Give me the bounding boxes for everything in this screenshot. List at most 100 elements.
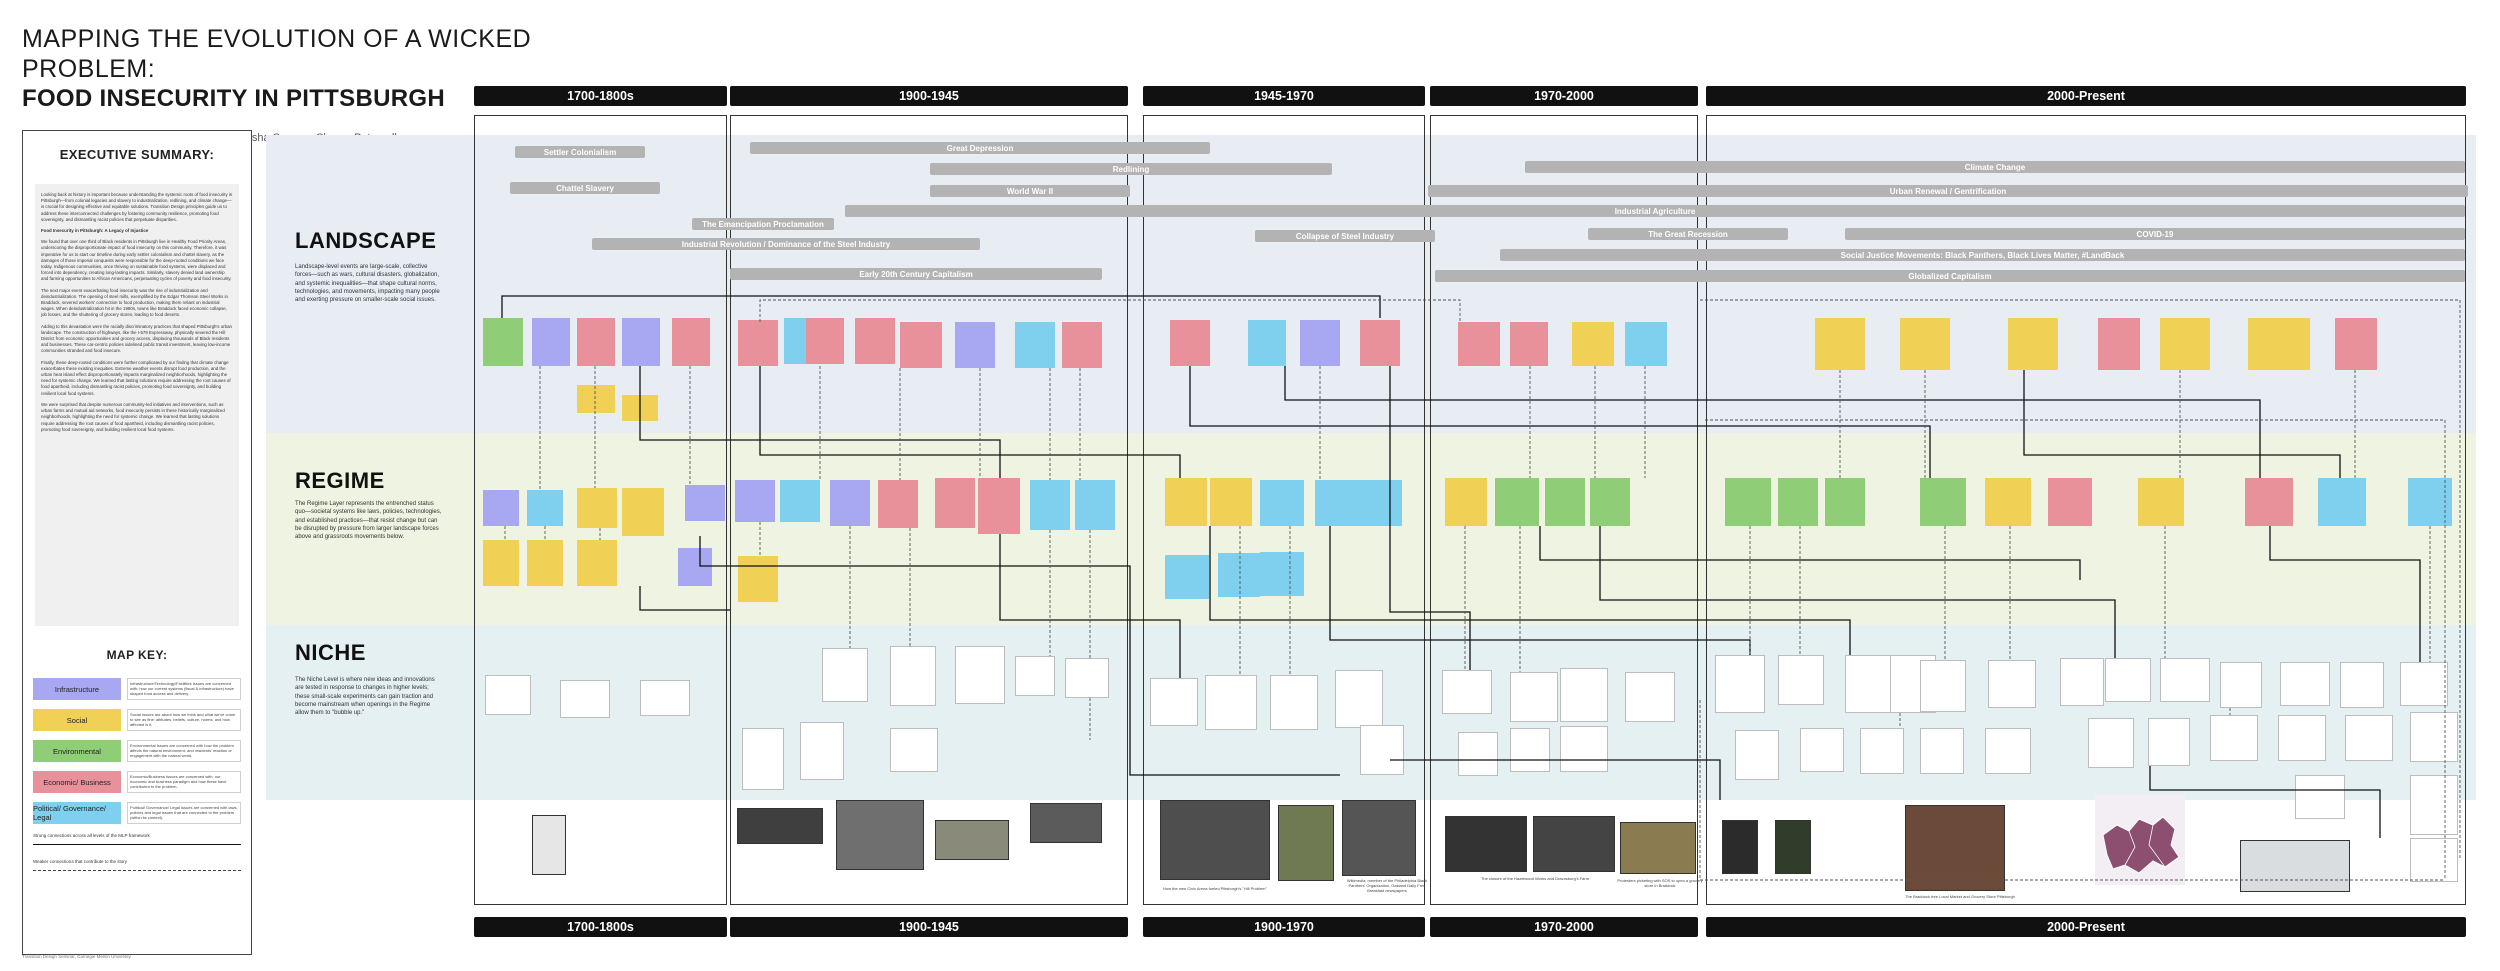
event-card[interactable] [806,318,844,364]
event-card[interactable] [1210,478,1252,526]
niche-card[interactable] [822,648,868,702]
event-card[interactable] [1075,480,1115,530]
event-card[interactable] [1170,320,1210,366]
event-card[interactable] [1495,478,1539,526]
event-card[interactable] [935,478,975,528]
niche-card[interactable] [1205,675,1257,730]
event-card[interactable] [577,385,615,413]
niche-card[interactable] [890,728,938,772]
event-card[interactable] [1920,478,1966,526]
event-card[interactable] [978,478,1020,534]
event-card[interactable] [577,318,615,366]
event-card[interactable] [622,395,658,421]
event-card[interactable] [1062,322,1102,368]
niche-card[interactable] [640,680,690,716]
event-card[interactable] [738,320,778,366]
niche-card[interactable] [1510,728,1550,772]
niche-card[interactable] [1625,672,1675,722]
niche-card[interactable] [1442,670,1492,714]
event-card[interactable] [855,318,895,364]
niche-card[interactable] [2295,775,2345,819]
event-card[interactable] [1545,478,1585,526]
event-card[interactable] [2248,318,2310,370]
event-card[interactable] [622,318,660,366]
event-card[interactable] [1030,480,1070,530]
event-card[interactable] [577,488,617,528]
niche-card[interactable] [2410,775,2458,835]
niche-card[interactable] [1985,728,2031,774]
event-card[interactable] [780,480,820,522]
event-card[interactable] [1725,478,1771,526]
niche-card[interactable] [1510,672,1558,722]
event-card[interactable] [1825,478,1865,526]
niche-card[interactable] [2280,662,2330,706]
niche-card[interactable] [1778,655,1824,705]
niche-card[interactable] [742,728,784,790]
niche-card[interactable] [1360,725,1404,775]
event-card[interactable] [2098,318,2140,370]
niche-card[interactable] [1735,730,1779,780]
event-card[interactable] [483,540,519,586]
niche-card[interactable] [2105,658,2151,702]
niche-card[interactable] [800,722,844,780]
event-card[interactable] [1985,478,2031,526]
niche-card[interactable] [1988,660,2036,708]
niche-card[interactable] [2278,715,2326,761]
event-card[interactable] [1572,322,1614,366]
niche-card[interactable] [1920,728,1964,774]
niche-card[interactable] [955,646,1005,704]
event-card[interactable] [2138,478,2184,526]
event-card[interactable] [1248,320,1286,366]
event-card[interactable] [1165,555,1209,599]
event-card[interactable] [2008,318,2058,370]
event-card[interactable] [1260,552,1304,596]
event-card[interactable] [622,488,664,536]
event-card[interactable] [672,318,710,366]
event-card[interactable] [830,480,870,526]
niche-card[interactable] [2410,712,2458,762]
event-card[interactable] [1458,322,1500,366]
event-card[interactable] [678,548,712,586]
niche-card[interactable] [2340,662,2384,708]
event-card[interactable] [1590,478,1630,526]
event-card[interactable] [738,556,778,602]
niche-card[interactable] [2088,718,2134,768]
niche-card[interactable] [890,646,936,706]
event-card[interactable] [1778,478,1818,526]
niche-card[interactable] [2160,658,2210,702]
event-card[interactable] [1218,553,1260,597]
event-card[interactable] [2408,478,2452,526]
niche-card[interactable] [2210,715,2258,761]
niche-card[interactable] [1560,668,1608,722]
event-card[interactable] [1260,480,1304,526]
niche-card[interactable] [560,680,610,718]
event-card[interactable] [1360,320,1400,366]
event-card[interactable] [1315,480,1359,526]
event-card[interactable] [2048,478,2092,526]
event-card[interactable] [483,490,519,526]
niche-card[interactable] [1015,656,1055,696]
niche-card[interactable] [2060,658,2104,706]
event-card[interactable] [685,485,725,521]
event-card[interactable] [577,540,617,586]
event-card[interactable] [527,540,563,586]
niche-card[interactable] [1270,675,1318,730]
event-card[interactable] [1358,480,1402,526]
event-card[interactable] [2335,318,2377,370]
niche-card[interactable] [2400,662,2448,706]
niche-card[interactable] [485,675,531,715]
event-card[interactable] [1165,478,1207,526]
event-card[interactable] [1445,478,1487,526]
event-card[interactable] [735,480,775,522]
niche-card[interactable] [2148,718,2190,766]
event-card[interactable] [1815,318,1865,370]
event-card[interactable] [2245,478,2293,526]
niche-card[interactable] [1335,670,1383,728]
event-card[interactable] [1900,318,1950,370]
niche-card[interactable] [1065,658,1109,698]
event-card[interactable] [2318,478,2366,526]
event-card[interactable] [1300,320,1340,366]
event-card[interactable] [900,322,942,368]
niche-card[interactable] [1715,655,1765,713]
event-card[interactable] [2160,318,2210,370]
